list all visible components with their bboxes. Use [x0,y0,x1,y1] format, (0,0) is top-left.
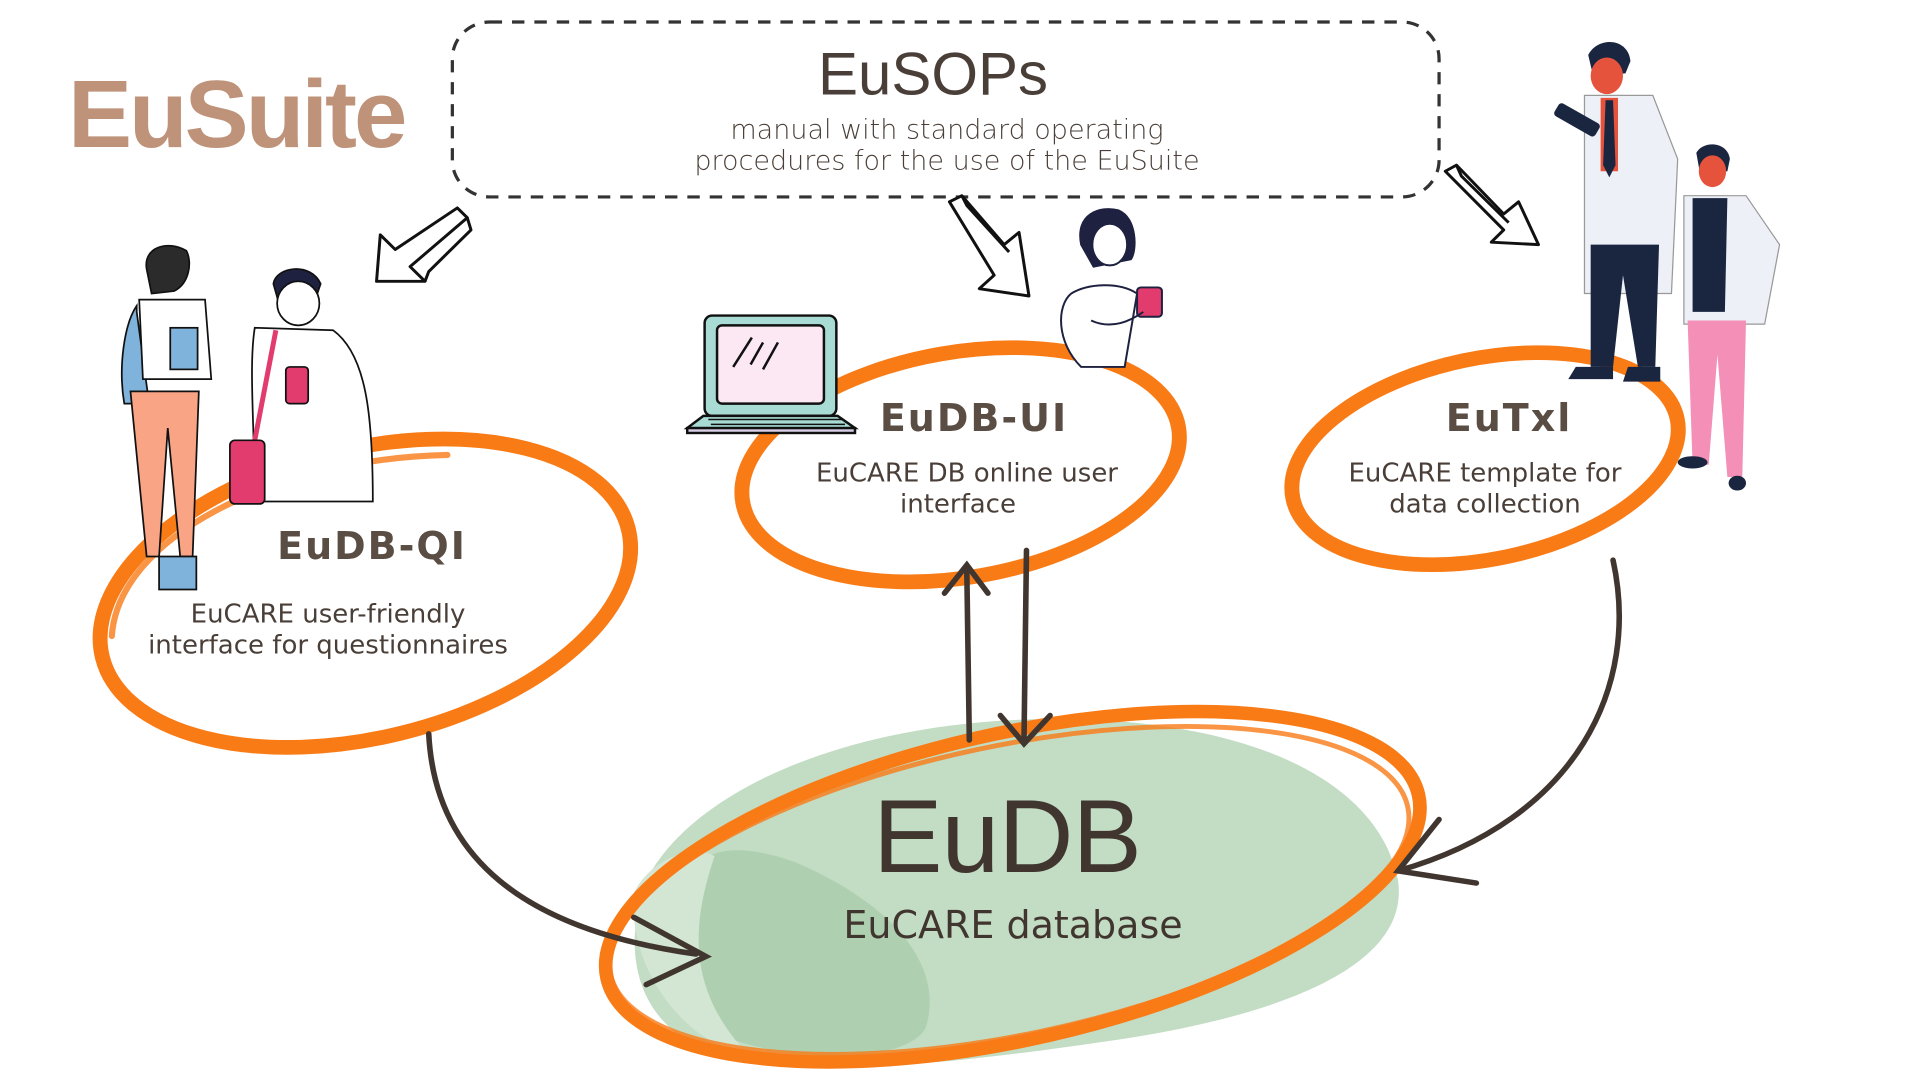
woman-phone-illustration [1060,208,1163,368]
arrowhead-ui-down [997,712,1053,748]
arrowhead-eutxl [1392,816,1480,886]
sops-dashed-box [450,20,1441,199]
sops-subtitle-line1: manual with standard operating [730,114,1164,146]
node-title: EuTxl [1445,396,1573,441]
arrowhead-ui-up [941,560,991,596]
sops-title: EuSOPs [817,40,1049,108]
sops-subtitle-line2: procedures for the use of the EuSuite [694,145,1200,177]
doctors-illustration [1554,41,1781,491]
arrowhead-qi [630,914,712,988]
database-title: EuDB [873,779,1142,896]
node-desc-line2: data collection [1389,489,1581,520]
node-title: EuDB-UI [879,396,1069,441]
node-desc-line1: EuCARE template for [1348,458,1622,489]
connector-eutxl-to-db [1395,557,1622,874]
3d-arrow-icon [375,163,1540,298]
ring-eudb [598,704,1427,1069]
node-desc-line1: EuCARE DB online user [815,458,1119,489]
ring-eudb-qi-inner [108,451,451,640]
node-desc-line2: interface for questionnaires [148,630,508,661]
database-subtitle: EuCARE database [843,903,1183,948]
connector-qi-to-db [425,731,699,957]
students-illustration [120,244,374,591]
node-title: EuDB-QI [277,524,467,569]
ring-eudb-echo [606,724,1412,1057]
connectors [425,547,1622,988]
connector-ui-down [1021,547,1030,743]
connector-ui-up [964,569,973,743]
laptop-illustration [683,314,859,435]
node-desc-line1: EuCARE user-friendly [190,599,466,630]
node-desc-line2: interface [900,489,1016,520]
ring-eudb-ui [734,340,1187,590]
app-logo: EuSuite [68,61,407,168]
ring-eutxl [1284,345,1686,573]
